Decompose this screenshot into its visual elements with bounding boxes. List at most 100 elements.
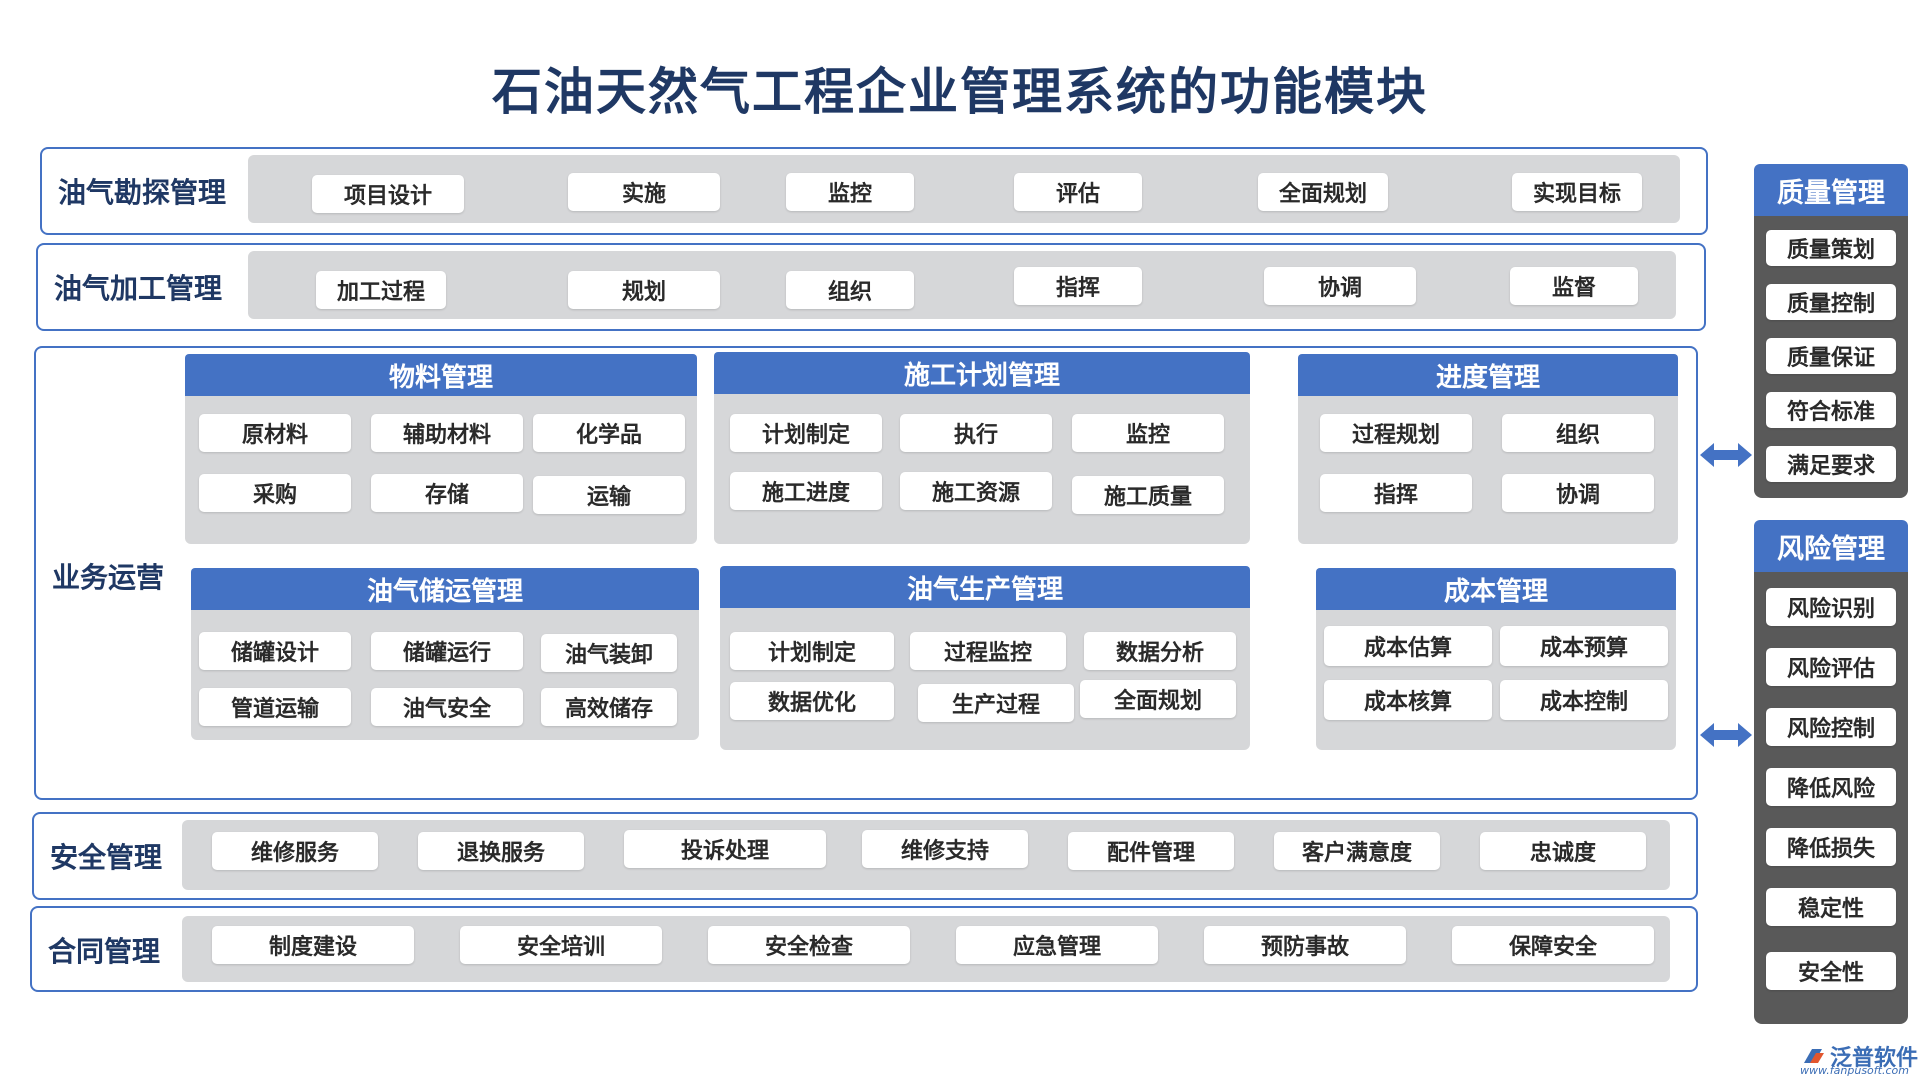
item-safety-inspection: 安全检查: [708, 926, 910, 964]
side-title-risk: 风险管理: [1754, 520, 1908, 572]
module-title-construction-plan: 施工计划管理: [714, 352, 1250, 394]
item-aux-materials: 辅助材料: [371, 414, 523, 452]
item-risk-assessment: 风险评估: [1766, 648, 1896, 686]
item-repair-service: 维修服务: [212, 832, 378, 870]
item-tank-operation: 储罐运行: [371, 632, 523, 670]
band-items-exploration: 项目设计 实施 监控 评估 全面规划 实现目标: [248, 155, 1680, 223]
band-label-exploration: 油气勘探管理: [58, 176, 227, 209]
item-customer-satisfaction: 客户满意度: [1274, 832, 1440, 870]
double-arrow-icon: [1700, 723, 1752, 747]
item-security: 安全性: [1766, 952, 1896, 990]
logo-url: www.fanpusoft.com: [1800, 1064, 1909, 1077]
band-items-contract: 制度建设 安全培训 安全检查 应急管理 预防事故 保障安全: [182, 916, 1670, 982]
item-data-optimization: 数据优化: [730, 682, 894, 720]
item-organize: 组织: [786, 271, 914, 309]
item-storage: 存储: [371, 474, 523, 512]
band-label-contract: 合同管理: [48, 935, 161, 968]
item-meet-standards: 符合标准: [1766, 392, 1896, 428]
module-title-storage-transport: 油气储运管理: [191, 568, 699, 610]
side-title-quality: 质量管理: [1754, 164, 1908, 216]
item-oil-gas-safety: 油气安全: [371, 688, 523, 726]
item-pipeline-transport: 管道运输: [199, 688, 351, 726]
item-construction-resources: 施工资源: [900, 472, 1052, 510]
item-efficient-storage: 高效储存: [541, 688, 677, 726]
item-coordinate: 协调: [1264, 267, 1416, 305]
item-parts-management: 配件管理: [1068, 832, 1234, 870]
item-cost-budget: 成本预算: [1500, 626, 1668, 666]
item-chemicals: 化学品: [533, 414, 685, 452]
item-return-service: 退换服务: [418, 832, 584, 870]
item-evaluation: 评估: [1014, 173, 1142, 211]
item-stability: 稳定性: [1766, 888, 1896, 926]
item-command: 指挥: [1014, 267, 1142, 305]
item-meet-requirements: 满足要求: [1766, 446, 1896, 482]
item-schedule-organize: 组织: [1502, 414, 1654, 452]
item-processing: 加工过程: [316, 271, 446, 309]
item-quality-planning: 质量策划: [1766, 230, 1896, 266]
band-contract: 合同管理 制度建设 安全培训 安全检查 应急管理 预防事故 保障安全: [30, 906, 1698, 992]
item-monitor: 监控: [1072, 414, 1224, 452]
item-cost-estimate: 成本估算: [1324, 626, 1492, 666]
item-repair-support: 维修支持: [862, 830, 1028, 868]
item-complaint-handling: 投诉处理: [624, 830, 826, 868]
item-construction-quality: 施工质量: [1072, 476, 1224, 514]
item-process-planning: 过程规划: [1320, 414, 1472, 452]
item-plan-making: 计划制定: [730, 414, 882, 452]
item-monitoring: 监控: [786, 173, 914, 211]
item-purchase: 采购: [199, 474, 351, 512]
module-cost: 成本管理 成本估算 成本预算 成本核算 成本控制: [1316, 568, 1676, 750]
band-safety: 安全管理 维修服务 退换服务 投诉处理 维修支持 配件管理 客户满意度 忠诚度: [32, 812, 1698, 900]
item-prod-overall-planning: 全面规划: [1080, 680, 1236, 718]
item-quality-control: 质量控制: [1766, 284, 1896, 320]
band-label-processing: 油气加工管理: [54, 272, 223, 305]
logo-name: 泛普软件: [1830, 1046, 1919, 1071]
item-accident-prevention: 预防事故: [1204, 926, 1406, 964]
item-data-analysis: 数据分析: [1084, 632, 1236, 670]
item-ensure-safety: 保障安全: [1452, 926, 1654, 964]
item-achieve-goals: 实现目标: [1512, 173, 1642, 211]
module-production: 油气生产管理 计划制定 过程监控 数据分析 数据优化 生产过程 全面规划: [720, 566, 1250, 750]
module-schedule: 进度管理 过程规划 组织 指挥 协调: [1298, 354, 1678, 544]
item-supervise: 监督: [1510, 267, 1638, 305]
item-execution: 执行: [900, 414, 1052, 452]
item-risk-identification: 风险识别: [1766, 588, 1896, 626]
item-implementation: 实施: [568, 173, 720, 211]
item-prod-plan: 计划制定: [730, 632, 894, 670]
module-storage-transport: 油气储运管理 储罐设计 储罐运行 油气装卸 管道运输 油气安全 高效储存: [191, 568, 699, 740]
item-schedule-coordinate: 协调: [1502, 474, 1654, 512]
item-cost-control: 成本控制: [1500, 680, 1668, 720]
item-quality-assurance: 质量保证: [1766, 338, 1896, 374]
item-process-monitoring: 过程监控: [910, 632, 1066, 670]
module-title-cost: 成本管理: [1316, 568, 1676, 610]
side-risk: 风险管理 风险识别 风险评估 风险控制 降低风险 降低损失 稳定性 安全性: [1754, 520, 1908, 1024]
band-label-safety: 安全管理: [50, 841, 163, 874]
band-label-business: 业务运营: [52, 561, 165, 594]
item-risk-control: 风险控制: [1766, 708, 1896, 746]
item-project-design: 项目设计: [312, 175, 464, 213]
band-items-processing: 加工过程 规划 组织 指挥 协调 监督: [248, 251, 1676, 319]
item-production-process: 生产过程: [918, 684, 1074, 722]
side-quality: 质量管理 质量策划 质量控制 质量保证 符合标准 满足要求: [1754, 164, 1908, 498]
band-processing: 油气加工管理 加工过程 规划 组织 指挥 协调 监督: [36, 243, 1706, 331]
item-system-building: 制度建设: [212, 926, 414, 964]
item-reduce-loss: 降低损失: [1766, 828, 1896, 866]
item-transport: 运输: [533, 476, 685, 514]
item-construction-progress: 施工进度: [730, 472, 882, 510]
module-title-production: 油气生产管理: [720, 566, 1250, 608]
brand-logo: 泛普软件: [1800, 1040, 1918, 1072]
module-materials: 物料管理 原材料 辅助材料 化学品 采购 存储 运输: [185, 354, 697, 544]
item-overall-planning: 全面规划: [1258, 173, 1388, 211]
module-construction-plan: 施工计划管理 计划制定 执行 监控 施工进度 施工资源 施工质量: [714, 352, 1250, 544]
double-arrow-icon: [1700, 443, 1752, 467]
item-loading-unloading: 油气装卸: [541, 634, 677, 672]
item-cost-accounting: 成本核算: [1324, 680, 1492, 720]
logo-icon: [1804, 1049, 1824, 1063]
module-title-materials: 物料管理: [185, 354, 697, 396]
module-title-schedule: 进度管理: [1298, 354, 1678, 396]
band-exploration: 油气勘探管理 项目设计 实施 监控 评估 全面规划 实现目标: [40, 147, 1708, 235]
band-items-safety: 维修服务 退换服务 投诉处理 维修支持 配件管理 客户满意度 忠诚度: [182, 820, 1670, 890]
item-raw-materials: 原材料: [199, 414, 351, 452]
page-title: 石油天然气工程企业管理系统的功能模块: [492, 63, 1428, 121]
item-reduce-risk: 降低风险: [1766, 768, 1896, 806]
item-emergency-management: 应急管理: [956, 926, 1158, 964]
